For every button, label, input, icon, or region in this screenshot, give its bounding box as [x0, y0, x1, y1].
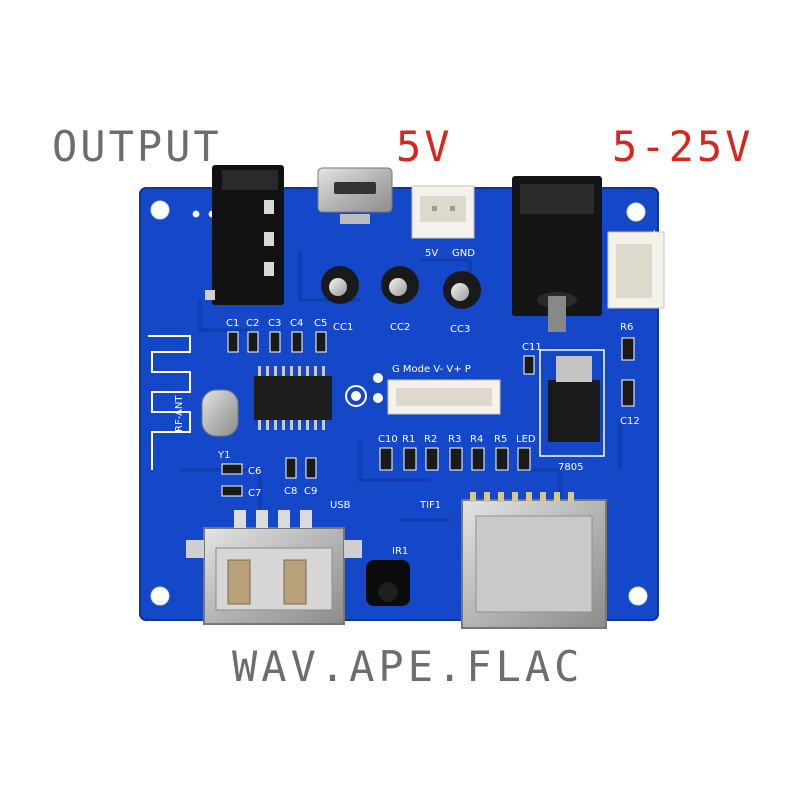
silk-c9: C9 — [304, 486, 317, 497]
smd-capacitors-row — [227, 331, 327, 353]
silk-rf-ant: RF-ANT — [174, 395, 185, 432]
silk-cc3: CC3 — [450, 324, 470, 335]
micro-usb-connector — [317, 167, 393, 224]
silk-c5: C5 — [314, 318, 327, 329]
silk-c3: C3 — [268, 318, 281, 329]
pcb-traces — [180, 250, 622, 522]
silk-ir1: IR1 — [392, 546, 408, 557]
silk-tif1: TIF1 — [419, 500, 441, 511]
silk-5v: 5V — [425, 248, 438, 259]
silk-c10: C10 — [378, 434, 398, 445]
smd-c6 — [221, 463, 243, 475]
silk-c8: C8 — [284, 486, 297, 497]
silk-r6: R6 — [620, 322, 633, 333]
silk-7805: 7805 — [558, 462, 583, 473]
dc-input-caption: 5-25V — [612, 122, 754, 171]
audio-jack — [205, 165, 284, 305]
silk-c1: C1 — [226, 318, 239, 329]
silk-led: LED — [516, 434, 536, 445]
power-header-2pin — [411, 185, 475, 239]
control-header-5pin — [387, 379, 501, 415]
smd-resistors-row — [379, 447, 531, 471]
smd-c7 — [221, 485, 243, 497]
silk-r3: R3 — [448, 434, 461, 445]
silk-r4: R4 — [470, 434, 483, 445]
silk-c7: C7 — [248, 488, 261, 499]
smd-c12 — [621, 379, 635, 407]
ce-logo — [345, 373, 383, 407]
regulator-7805 — [539, 349, 605, 457]
silk-gnd: GND — [452, 248, 475, 259]
smd-c9 — [305, 457, 317, 479]
silk-plus: + — [650, 228, 658, 239]
silk-c4: C4 — [290, 318, 303, 329]
silk-c12: C12 — [620, 416, 640, 427]
silk-cc2: CC2 — [390, 322, 410, 333]
silk-r5: R5 — [494, 434, 507, 445]
rf-antenna-trace — [148, 335, 191, 470]
output-caption: OUTPUT — [52, 122, 222, 171]
silk-r2: R2 — [424, 434, 437, 445]
input-header-2pin — [607, 231, 665, 309]
tf-card-slot — [461, 492, 607, 629]
ir-receiver — [366, 560, 410, 606]
silk-r1: R1 — [402, 434, 415, 445]
capacitor-cc2 — [381, 266, 419, 304]
silk-c6: C6 — [248, 466, 261, 477]
silk-header-pins: G Mode V- V+ P — [392, 364, 471, 375]
smd-c11 — [523, 355, 535, 375]
usb-power-caption: 5V — [396, 122, 453, 171]
silk-c2: C2 — [246, 318, 259, 329]
silk-y1: Y1 — [217, 450, 230, 461]
capacitor-cc3 — [443, 271, 481, 309]
silk-cc1: CC1 — [333, 322, 353, 333]
silk-c11: C11 — [522, 342, 542, 353]
capacitor-cc1 — [321, 266, 359, 304]
silk-usb: USB — [330, 500, 351, 511]
dc-barrel-jack — [512, 176, 602, 332]
bluetooth-ic — [254, 366, 332, 430]
smd-r6 — [621, 337, 635, 361]
crystal-y1 — [201, 389, 239, 437]
smd-c8 — [285, 457, 297, 479]
usb-a-port — [186, 510, 362, 625]
audio-formats-caption: WAV.APE.FLAC — [232, 642, 584, 691]
